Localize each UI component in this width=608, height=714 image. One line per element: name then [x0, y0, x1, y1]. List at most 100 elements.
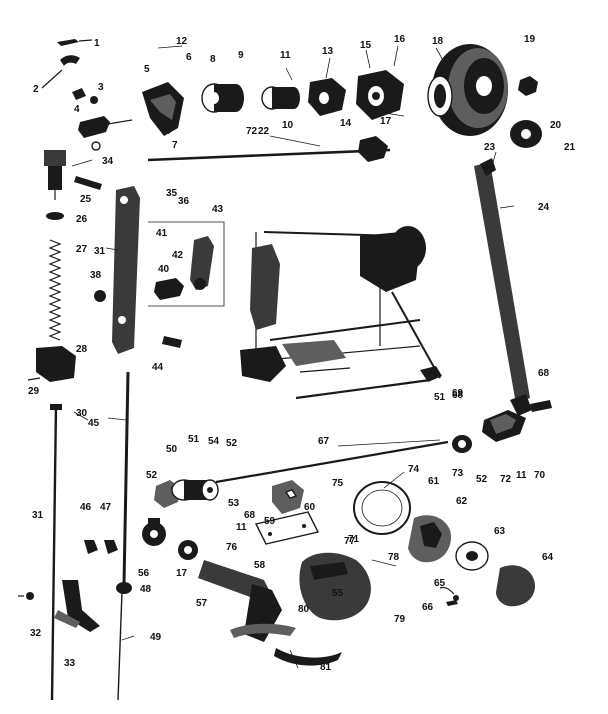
part-hook-ring-75 — [353, 481, 411, 535]
part-thread-take-up-cam-8 — [142, 82, 184, 136]
part-presser-bar-guide-25 — [44, 150, 66, 200]
part-nut-19 — [518, 76, 538, 96]
callout-15: 15 — [360, 40, 372, 51]
part-gear-83 — [142, 518, 166, 546]
callout-11-right: 11 — [516, 470, 527, 481]
callout-27: 27 — [76, 244, 88, 255]
part-needle-bar-link-31 — [112, 186, 140, 354]
callout-70: 70 — [534, 470, 546, 481]
callout-54: 54 — [208, 436, 220, 447]
callout-34: 34 — [102, 156, 114, 167]
part-tension-assembly-left — [72, 88, 133, 151]
callout-leader-lines — [71, 45, 515, 669]
callout-18: 18 — [432, 36, 444, 47]
callout-44: 44 — [152, 362, 164, 373]
callout-68-mid: 68 — [244, 510, 256, 521]
callout-68-right: 68 — [538, 368, 550, 379]
callout-10: 10 — [282, 120, 294, 131]
callout-22: 22 — [258, 126, 270, 137]
callout-9: 9 — [238, 50, 244, 61]
part-thread-take-up-lever-40 — [154, 236, 214, 300]
part-box-outline-43 — [148, 221, 225, 307]
part-feed-dog-81 — [230, 623, 342, 666]
part-belt-24 — [474, 158, 532, 416]
part-spring-65 — [439, 586, 459, 601]
callout-23: 23 — [484, 142, 496, 153]
part-screw-68-right — [530, 400, 552, 412]
part-bobbin-case-64 — [496, 565, 536, 607]
callout-43: 43 — [212, 204, 224, 215]
callout-59: 59 — [264, 516, 276, 527]
callout-labels: 1 2 3 4 5 6 7 8 9 10 11 12 13 14 15 16 1… — [28, 34, 576, 673]
callout-72-upper: 72 — [246, 126, 258, 137]
callout-26: 26 — [76, 214, 88, 225]
callout-46: 46 — [80, 502, 92, 513]
callout-29: 29 — [28, 386, 40, 397]
callout-7: 7 — [172, 140, 178, 151]
callout-17-lower: 17 — [176, 568, 188, 579]
part-clamp-48 — [116, 582, 132, 594]
part-bobbin-case-62 — [408, 515, 452, 563]
callout-76: 76 — [226, 542, 238, 553]
callout-12: 12 — [176, 36, 188, 47]
part-thread-guide-46-47 — [84, 540, 118, 554]
part-plate-76 — [254, 511, 320, 545]
part-thread-guide-2 — [41, 55, 80, 89]
part-handwheel-assembly-18 — [427, 44, 508, 136]
part-bobbin-63 — [455, 541, 489, 571]
callout-68-top: 68 — [452, 390, 464, 401]
callout-51-left: 51 — [188, 434, 200, 445]
callout-61: 61 — [428, 476, 440, 487]
part-presser-foot-33 — [54, 580, 100, 632]
callout-24: 24 — [538, 202, 550, 213]
callout-2: 2 — [33, 84, 39, 95]
callout-66: 66 — [422, 602, 434, 613]
callout-77: 77 — [344, 536, 356, 547]
callout-11-mid: 11 — [236, 522, 247, 533]
part-cam-15 — [356, 70, 404, 120]
callout-47: 47 — [100, 502, 112, 513]
callout-1: 1 — [94, 38, 100, 49]
part-collar-73 — [452, 435, 472, 453]
part-collar-57 — [178, 540, 198, 560]
callout-52-left: 52 — [146, 470, 158, 481]
part-screw-38 — [94, 290, 106, 302]
callout-48: 48 — [140, 584, 152, 595]
callout-52-right: 52 — [476, 474, 488, 485]
part-pulley-20 — [510, 120, 542, 148]
callout-64: 64 — [542, 552, 554, 563]
callout-62: 62 — [456, 496, 468, 507]
callout-19: 19 — [524, 34, 536, 45]
callout-41: 41 — [156, 228, 168, 239]
callout-50: 50 — [166, 444, 178, 455]
callout-28: 28 — [76, 344, 88, 355]
part-screw-66 — [446, 600, 458, 606]
callout-25: 25 — [80, 194, 92, 205]
part-spring-27 — [48, 239, 62, 341]
part-screw-44 — [162, 336, 182, 348]
callout-60: 60 — [304, 502, 316, 513]
callout-72-lower: 72 — [500, 474, 512, 485]
callout-31-upper: 31 — [94, 246, 106, 257]
callout-8: 8 — [210, 54, 216, 65]
callout-74: 74 — [408, 464, 420, 475]
callout-80: 80 — [298, 604, 310, 615]
part-feed-dog-59 — [272, 480, 304, 514]
part-collar-10 — [261, 86, 300, 110]
part-bushing-53 — [171, 479, 219, 501]
callout-63: 63 — [494, 526, 506, 537]
callout-32: 32 — [30, 628, 42, 639]
callout-78: 78 — [388, 552, 400, 563]
callout-42: 42 — [172, 250, 184, 261]
callout-13: 13 — [322, 46, 334, 57]
callout-57: 57 — [196, 598, 208, 609]
part-needle-49 — [117, 591, 123, 701]
callout-67: 67 — [318, 436, 330, 447]
callout-52-top: 52 — [226, 438, 238, 449]
part-screw-1 — [57, 39, 93, 46]
callout-17: 17 — [380, 116, 392, 127]
callout-69: 69 — [452, 388, 464, 399]
callout-38: 38 — [90, 270, 102, 281]
